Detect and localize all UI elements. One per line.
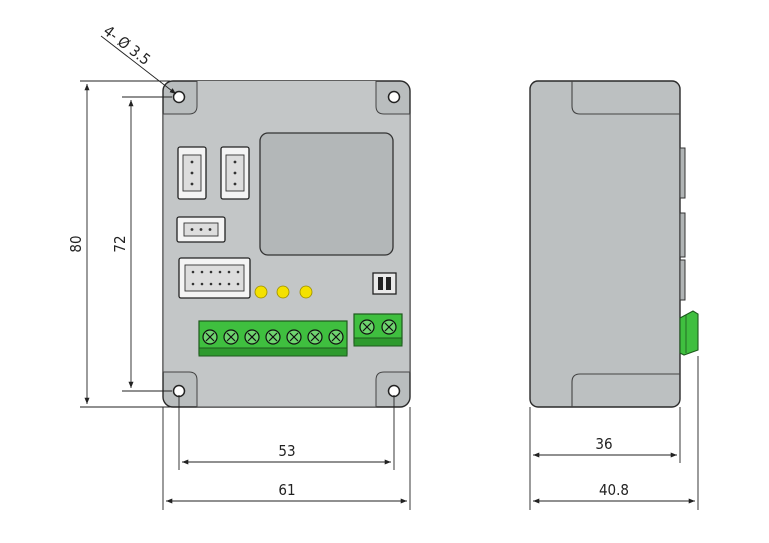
front-view [162, 80, 411, 408]
side-bottom-step [571, 373, 680, 407]
dim-text-40-8: 40.8 [599, 481, 629, 499]
side-housing [529, 80, 681, 408]
terminal-block-power [353, 313, 403, 347]
connector-multipin [178, 257, 251, 299]
mount-hole-tl [172, 90, 186, 104]
terminal-screw-1-slot [205, 332, 215, 342]
dim-text-72: 72 [111, 235, 129, 252]
dim-text-36: 36 [595, 435, 612, 453]
mount-hole-tr [387, 90, 401, 104]
dip-switch [372, 272, 397, 295]
label-window [259, 132, 394, 256]
connector-horizontal-3pin [176, 216, 226, 243]
mount-hole-bl [172, 384, 186, 398]
hole-callout-text: 4- Ø 3.5 [100, 22, 154, 69]
side-protrusion-1 [679, 147, 686, 199]
connector-vertical-2 [220, 146, 250, 200]
terminal-screw-6-slot [310, 332, 320, 342]
side-top-step [571, 81, 680, 115]
terminal-screw-4-slot [268, 332, 278, 342]
led-2 [276, 285, 290, 299]
terminal-screw-5-slot [289, 332, 299, 342]
dim-text-53: 53 [278, 442, 295, 460]
terminal-block-main [198, 320, 348, 357]
terminal-screw-2-slot [226, 332, 236, 342]
connector-vertical-1 [177, 146, 207, 200]
side-view [529, 80, 699, 408]
led-3 [299, 285, 313, 299]
dimensions [80, 35, 699, 510]
led-1 [254, 285, 268, 299]
power-screw-2-slot [384, 322, 394, 332]
hole-callout-leader [100, 35, 177, 95]
mount-hole-br [387, 384, 401, 398]
side-protrusion-3 [679, 259, 686, 301]
terminal-screw-7-slot [331, 332, 341, 342]
power-screw-1-slot [362, 322, 372, 332]
terminal-screw-3-slot [247, 332, 257, 342]
side-terminal [679, 310, 699, 356]
dim-text-61: 61 [278, 481, 295, 499]
side-protrusion-2 [679, 212, 686, 258]
dim-text-80: 80 [67, 235, 85, 252]
